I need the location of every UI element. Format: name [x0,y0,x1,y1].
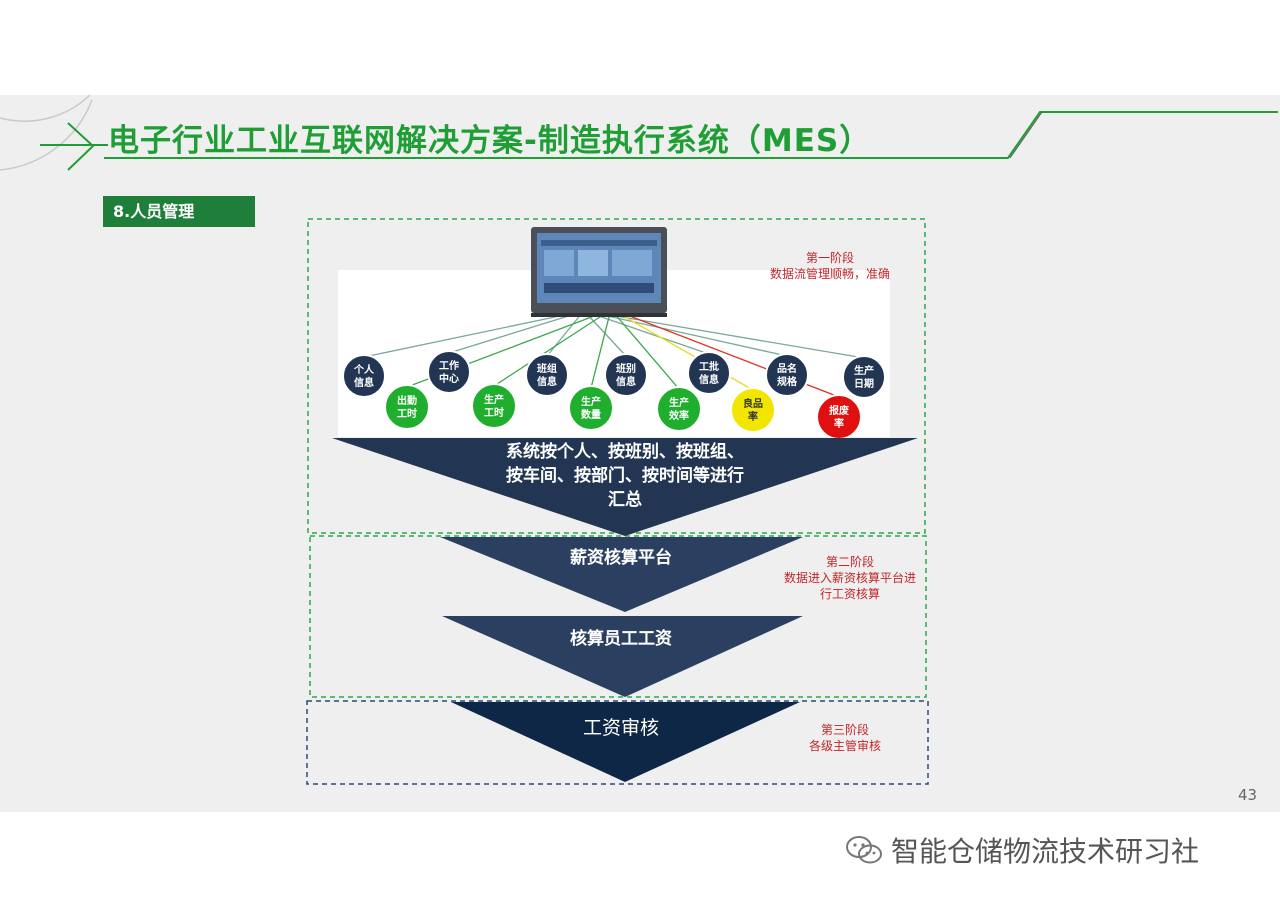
node-top-6-label-2: 规格 [777,375,798,388]
stage2-label: 第二阶段 [825,555,874,569]
node-bottom-6-circle [816,394,862,440]
node-top-4-label-1: 班别 [616,362,636,375]
stage2-desc-line1: 数据进入薪资核算平台进 [783,571,916,585]
node-bottom-5: 良品率 [730,387,776,433]
funnel-step4 [451,702,800,782]
wechat-icon [846,836,882,864]
node-top-3-circle [525,353,569,397]
node-bottom-1-label-1: 出勤 [397,394,417,407]
node-top-1-label-1: 个人 [353,363,375,376]
stage1-box [307,218,926,534]
node-bottom-2-label-2: 工时 [484,406,504,419]
node-bottom-5-label-1: 良品 [743,397,763,410]
node-top-2-label-2: 中心 [439,372,459,385]
node-bottom-4-link [613,312,680,390]
node-top-1-circle [342,354,386,398]
node-bottom-6: 报废率 [816,394,862,440]
node-bottom-2-link [493,312,607,387]
node-bottom-4-label-1: 生产 [669,396,689,409]
node-bottom-4-label-2: 效率 [669,409,689,422]
stage1-label: 第一阶段 [805,251,854,265]
node-top-6-circle [765,353,809,397]
funnel-step4-label: 工资审核 [583,717,659,739]
funnel-step2 [440,537,803,612]
stage3-box [306,700,929,785]
stage2-desc-line2: 行工资核算 [819,587,880,601]
node-top-2-link [448,312,579,354]
stage3-label: 第三阶段 [820,723,869,737]
stage3-desc: 各级主管审核 [808,739,881,753]
node-top-6-label-1: 品名 [777,362,797,375]
page-number: 43 [1238,786,1258,804]
funnel-step2-label: 薪资核算平台 [570,547,672,568]
title-underline-accent [1009,111,1043,159]
funnel-step3-label: 核算员工工资 [570,628,672,649]
node-top-1-label-2: 信息 [354,376,374,389]
node-top-7-label-2: 日期 [854,377,874,390]
node-bottom-2-circle [471,383,517,429]
node-bottom-3-circle [568,385,614,431]
stage1-desc: 数据流管理顺畅，准确 [769,267,890,281]
stage2-note: 第二阶段 数据进入薪资核算平台进 行工资核算 [770,554,930,602]
node-top-4-link [585,312,627,357]
decorative-arcs [0,94,93,171]
node-bottom-5-label-2: 率 [748,410,758,423]
node-top-5-link [589,312,710,355]
node-bottom-6-label-1: 报废 [829,404,849,417]
stage3-note: 第三阶段 各级主管审核 [780,722,910,754]
node-bottom-1-circle [384,384,430,430]
node-top-4-label-2: 信息 [616,375,636,388]
stage1-note: 第一阶段 数据流管理顺畅，准确 [760,250,900,282]
node-bottom-5-circle [730,387,776,433]
funnel-step3 [442,616,803,697]
node-bottom-2-label-1: 生产 [484,393,504,406]
node-bottom-4-circle [656,386,702,432]
node-top-4-circle [604,353,648,397]
page-title: 电子行业工业互联网解决方案-制造执行系统（MES） [108,123,872,159]
node-top-5-label-1: 工批 [699,360,719,373]
node-bottom-6-label-2: 率 [834,417,844,430]
funnel-summary-line3: 汇总 [608,489,642,510]
node-top-2-label-1: 工作 [439,359,459,372]
stage2-box [309,535,927,698]
node-top-7-label-1: 生产 [854,364,874,377]
node-top-5-circle [687,351,731,395]
node-top-1-link [363,312,575,358]
node-bottom-1-label-2: 工时 [397,407,417,420]
funnel-step1 [332,438,918,536]
monitor-icon [531,227,667,317]
funnel-summary-line1: 系统按个人、按班别、按班组、 [506,441,744,462]
node-top-3-label-2: 信息 [537,375,557,388]
node-bottom-3-label-1: 生产 [581,395,601,408]
node-top-3-label-1: 班组 [537,362,557,375]
title-underline [104,111,1278,159]
node-top-7-circle [842,355,886,399]
node-top-2-circle [427,350,471,394]
node-bottom-3-label-2: 数量 [581,408,601,421]
title-arrow-icon [40,122,108,171]
node-bottom-3-link [590,312,611,389]
footer-watermark: 智能仓储物流技术研习社 [845,830,1199,870]
node-top-3-link [546,312,583,357]
section-tag: 8.人员管理 [103,196,255,227]
node-top-6-link [593,312,788,357]
footer-text: 智能仓储物流技术研习社 [891,835,1200,868]
node-top-5-label-2: 信息 [699,373,719,386]
funnel-summary-line2: 按车间、按部门、按时间等进行 [506,465,744,486]
